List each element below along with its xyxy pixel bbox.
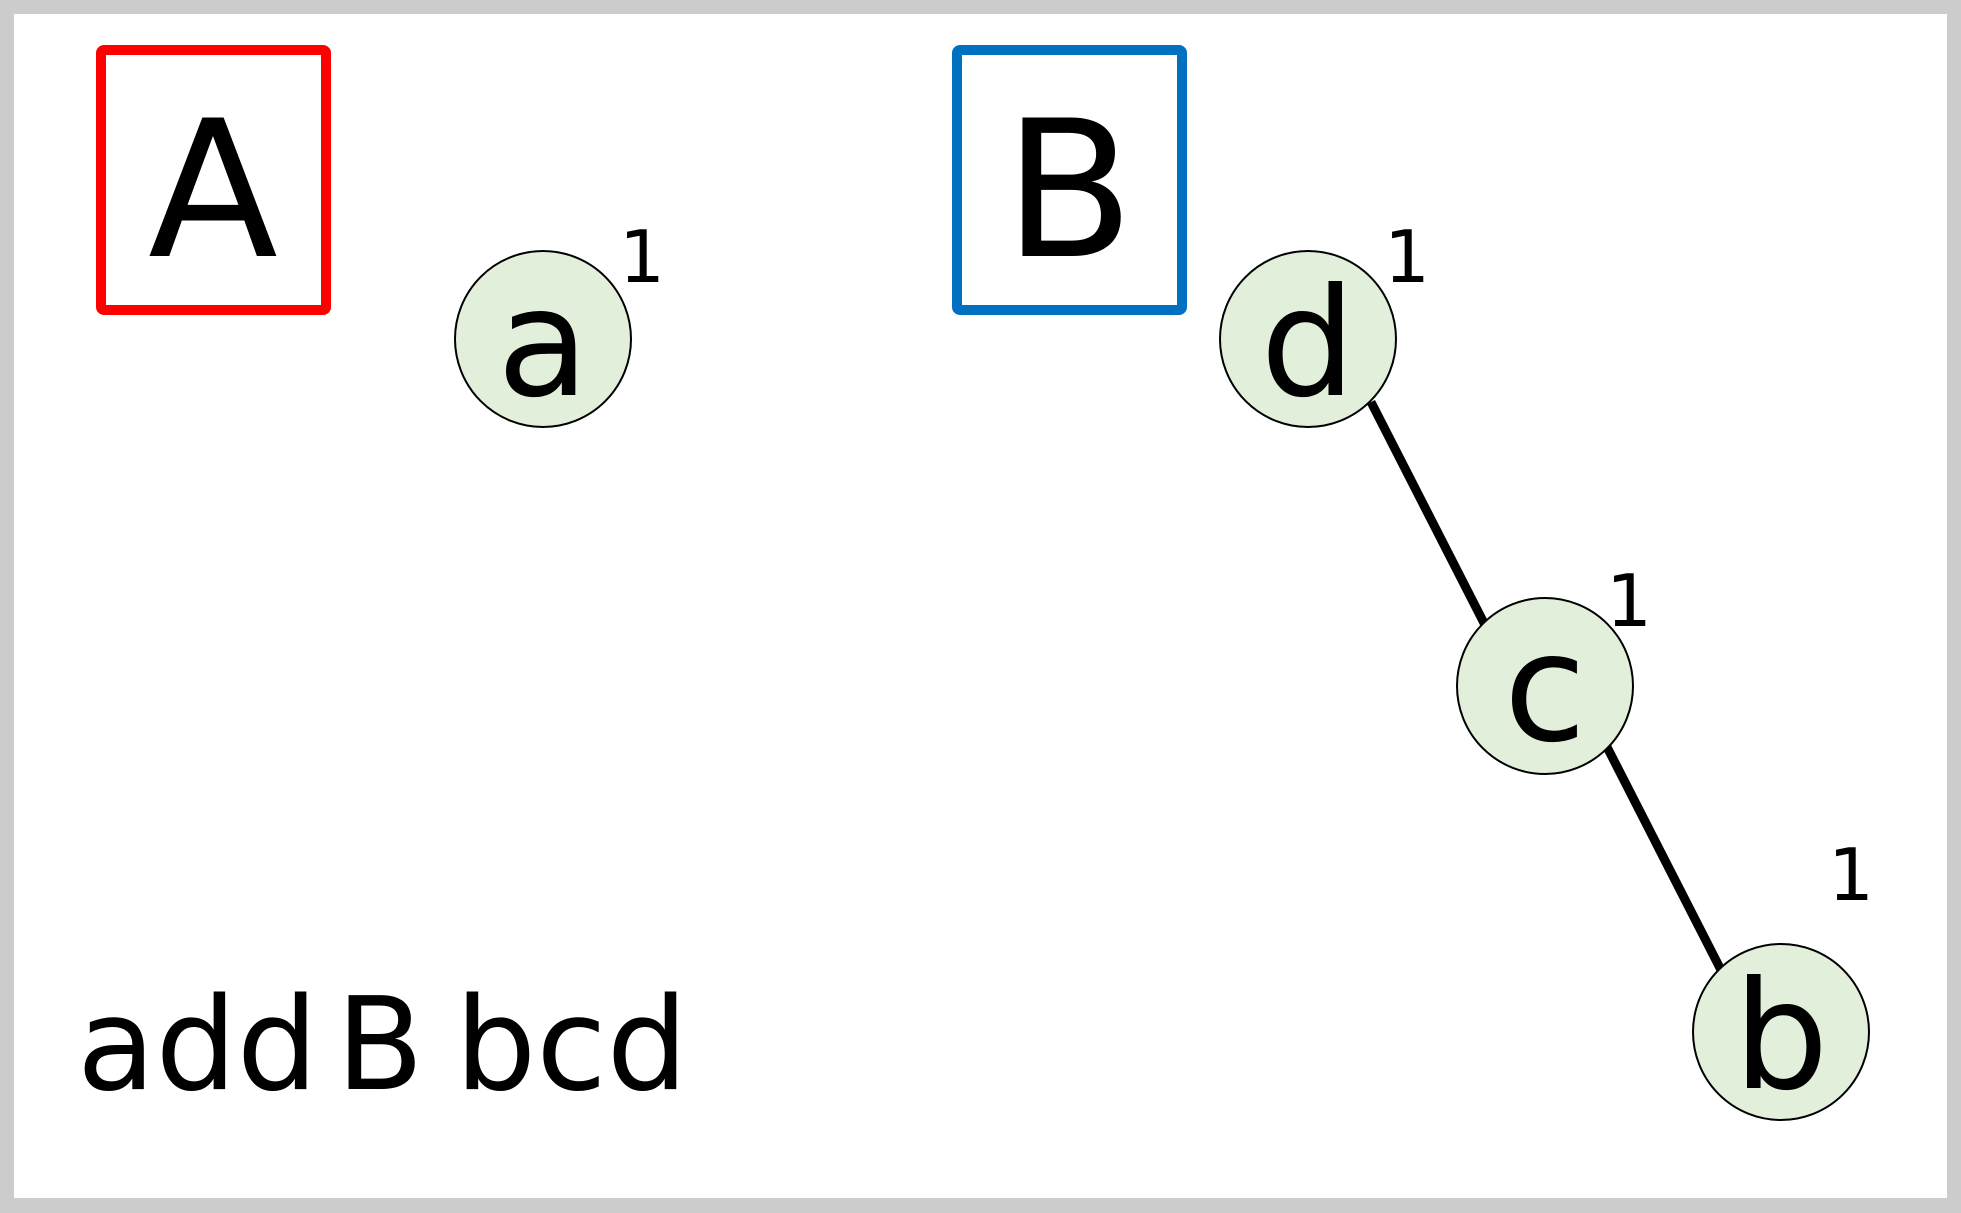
node-b: b 1	[1692, 833, 1874, 1124]
node-a: a 1	[454, 215, 665, 431]
node-b-label: b	[1733, 950, 1828, 1124]
white-panel	[14, 14, 1947, 1198]
node-d-label: d	[1260, 257, 1355, 431]
node-a-count: 1	[619, 215, 665, 299]
edge-d-c	[1366, 399, 1491, 630]
node-b-count: 1	[1828, 833, 1874, 917]
node-b-circle	[1692, 943, 1870, 1121]
caption-bcd: bcd	[455, 971, 688, 1120]
box-a	[96, 45, 331, 315]
node-a-label: a	[497, 257, 589, 431]
node-d-circle	[1219, 250, 1397, 428]
box-a-label: A	[148, 80, 278, 301]
node-c: c 1	[1456, 559, 1652, 776]
node-c-count: 1	[1606, 559, 1652, 643]
node-d-count: 1	[1384, 215, 1430, 299]
caption-add: add	[77, 971, 318, 1120]
node-d: d 1	[1219, 215, 1430, 431]
edge-c-b	[1602, 744, 1727, 975]
box-b-label: B	[1004, 80, 1134, 301]
box-b	[952, 45, 1187, 315]
node-c-circle	[1456, 597, 1634, 775]
node-c-label: c	[1504, 602, 1586, 776]
node-a-circle	[454, 250, 632, 428]
caption-b: B	[336, 971, 424, 1120]
